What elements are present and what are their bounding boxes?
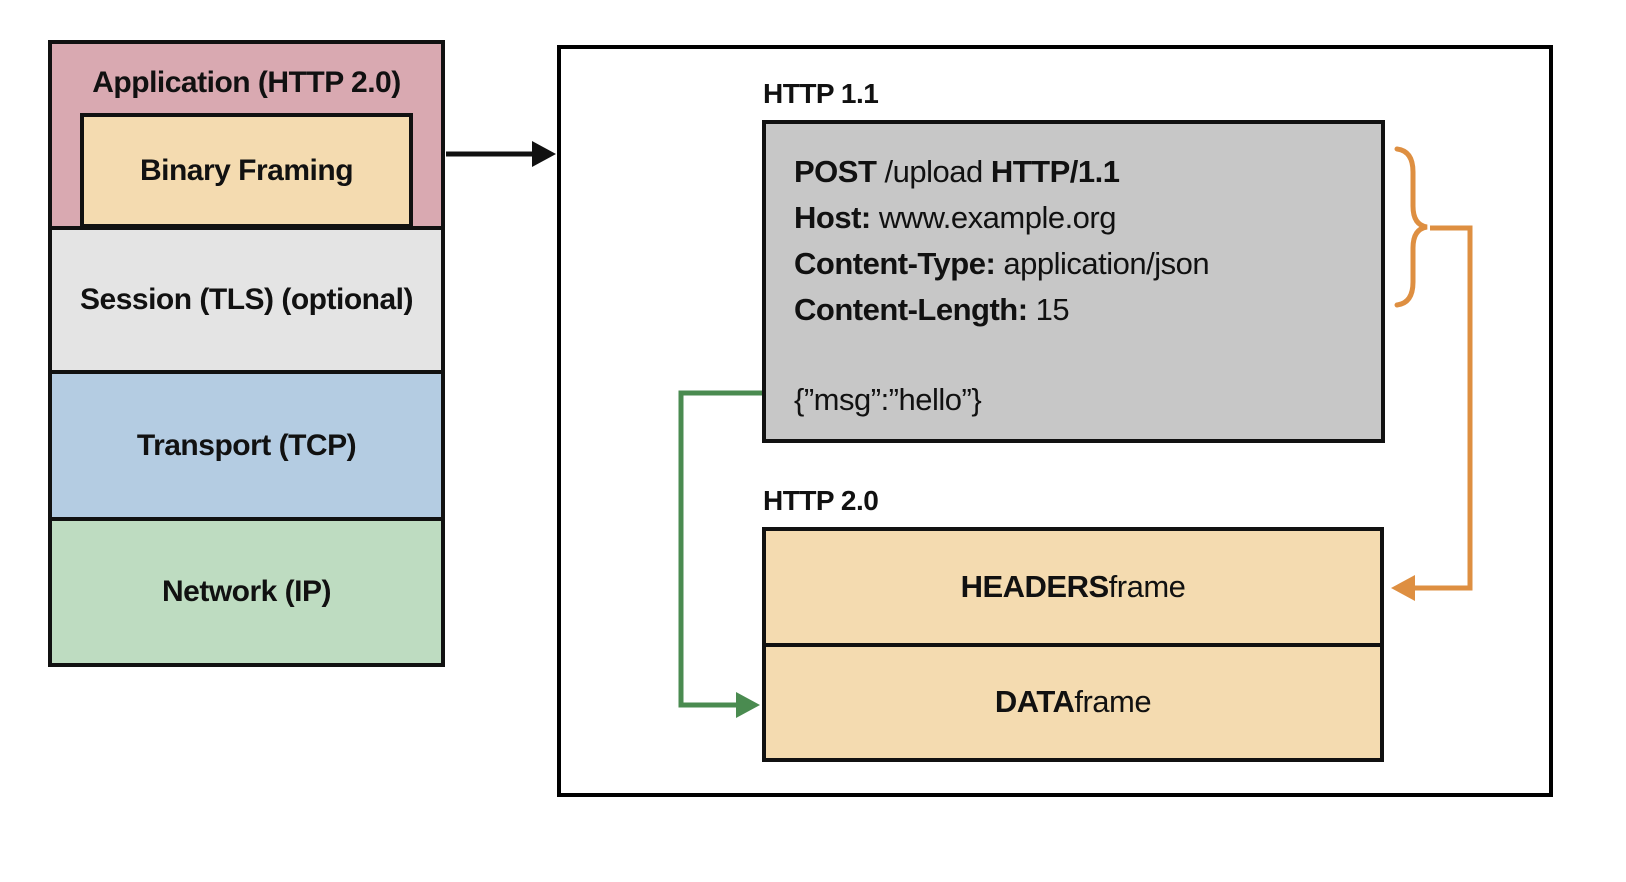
headers-frame-suffix: frame xyxy=(1108,568,1186,604)
content-type-header-value: application/json xyxy=(995,246,1210,281)
request-line-host: Host: www.example.org xyxy=(794,195,1371,241)
content-length-header-value: 15 xyxy=(1027,292,1070,327)
http20-label: HTTP 2.0 xyxy=(763,485,879,516)
request-line-content-length: Content-Length: 15 xyxy=(794,287,1371,333)
layer-network-label: Network (IP) xyxy=(161,575,332,608)
headers-frame-row: HEADERS frame xyxy=(766,531,1380,643)
headers-frame-name: HEADERS xyxy=(960,568,1110,604)
layer-session-label: Session (TLS) (optional) xyxy=(80,283,414,316)
http11-request-box: POST /upload HTTP/1.1 Host: www.example.… xyxy=(762,120,1385,443)
content-type-header-name: Content-Type: xyxy=(794,246,996,281)
http11-label: HTTP 1.1 xyxy=(763,78,879,109)
request-line-start: POST /upload HTTP/1.1 xyxy=(794,149,1371,195)
data-frame-row: DATA frame xyxy=(766,642,1380,759)
layer-transport-label: Transport (TCP) xyxy=(136,428,357,462)
request-line-content-type: Content-Type: application/json xyxy=(794,241,1371,287)
layer-session: Session (TLS) (optional) xyxy=(48,226,445,374)
content-length-header-name: Content-Length: xyxy=(794,292,1028,327)
data-frame-name: DATA xyxy=(994,684,1075,720)
host-header-name: Host: xyxy=(794,200,871,235)
layer-binary-framing-label: Binary Framing xyxy=(139,153,354,187)
http20-frames-box: HEADERS frame DATA frame xyxy=(762,527,1384,762)
request-body: {”msg”:”hello”} xyxy=(794,382,982,417)
layer-binary-framing: Binary Framing xyxy=(80,113,413,228)
host-header-value: www.example.org xyxy=(870,200,1117,235)
request-version: HTTP/1.1 xyxy=(990,154,1120,189)
layer-network: Network (IP) xyxy=(48,517,445,667)
stack-to-panel-arrow xyxy=(446,141,556,167)
data-frame-suffix: frame xyxy=(1074,684,1152,720)
layer-transport: Transport (TCP) xyxy=(48,370,445,521)
request-method: POST xyxy=(794,154,877,189)
stack-to-panel-arrowhead-icon xyxy=(532,141,556,167)
layer-application-label: Application (HTTP 2.0) xyxy=(92,66,401,99)
request-path: /upload xyxy=(876,154,991,189)
